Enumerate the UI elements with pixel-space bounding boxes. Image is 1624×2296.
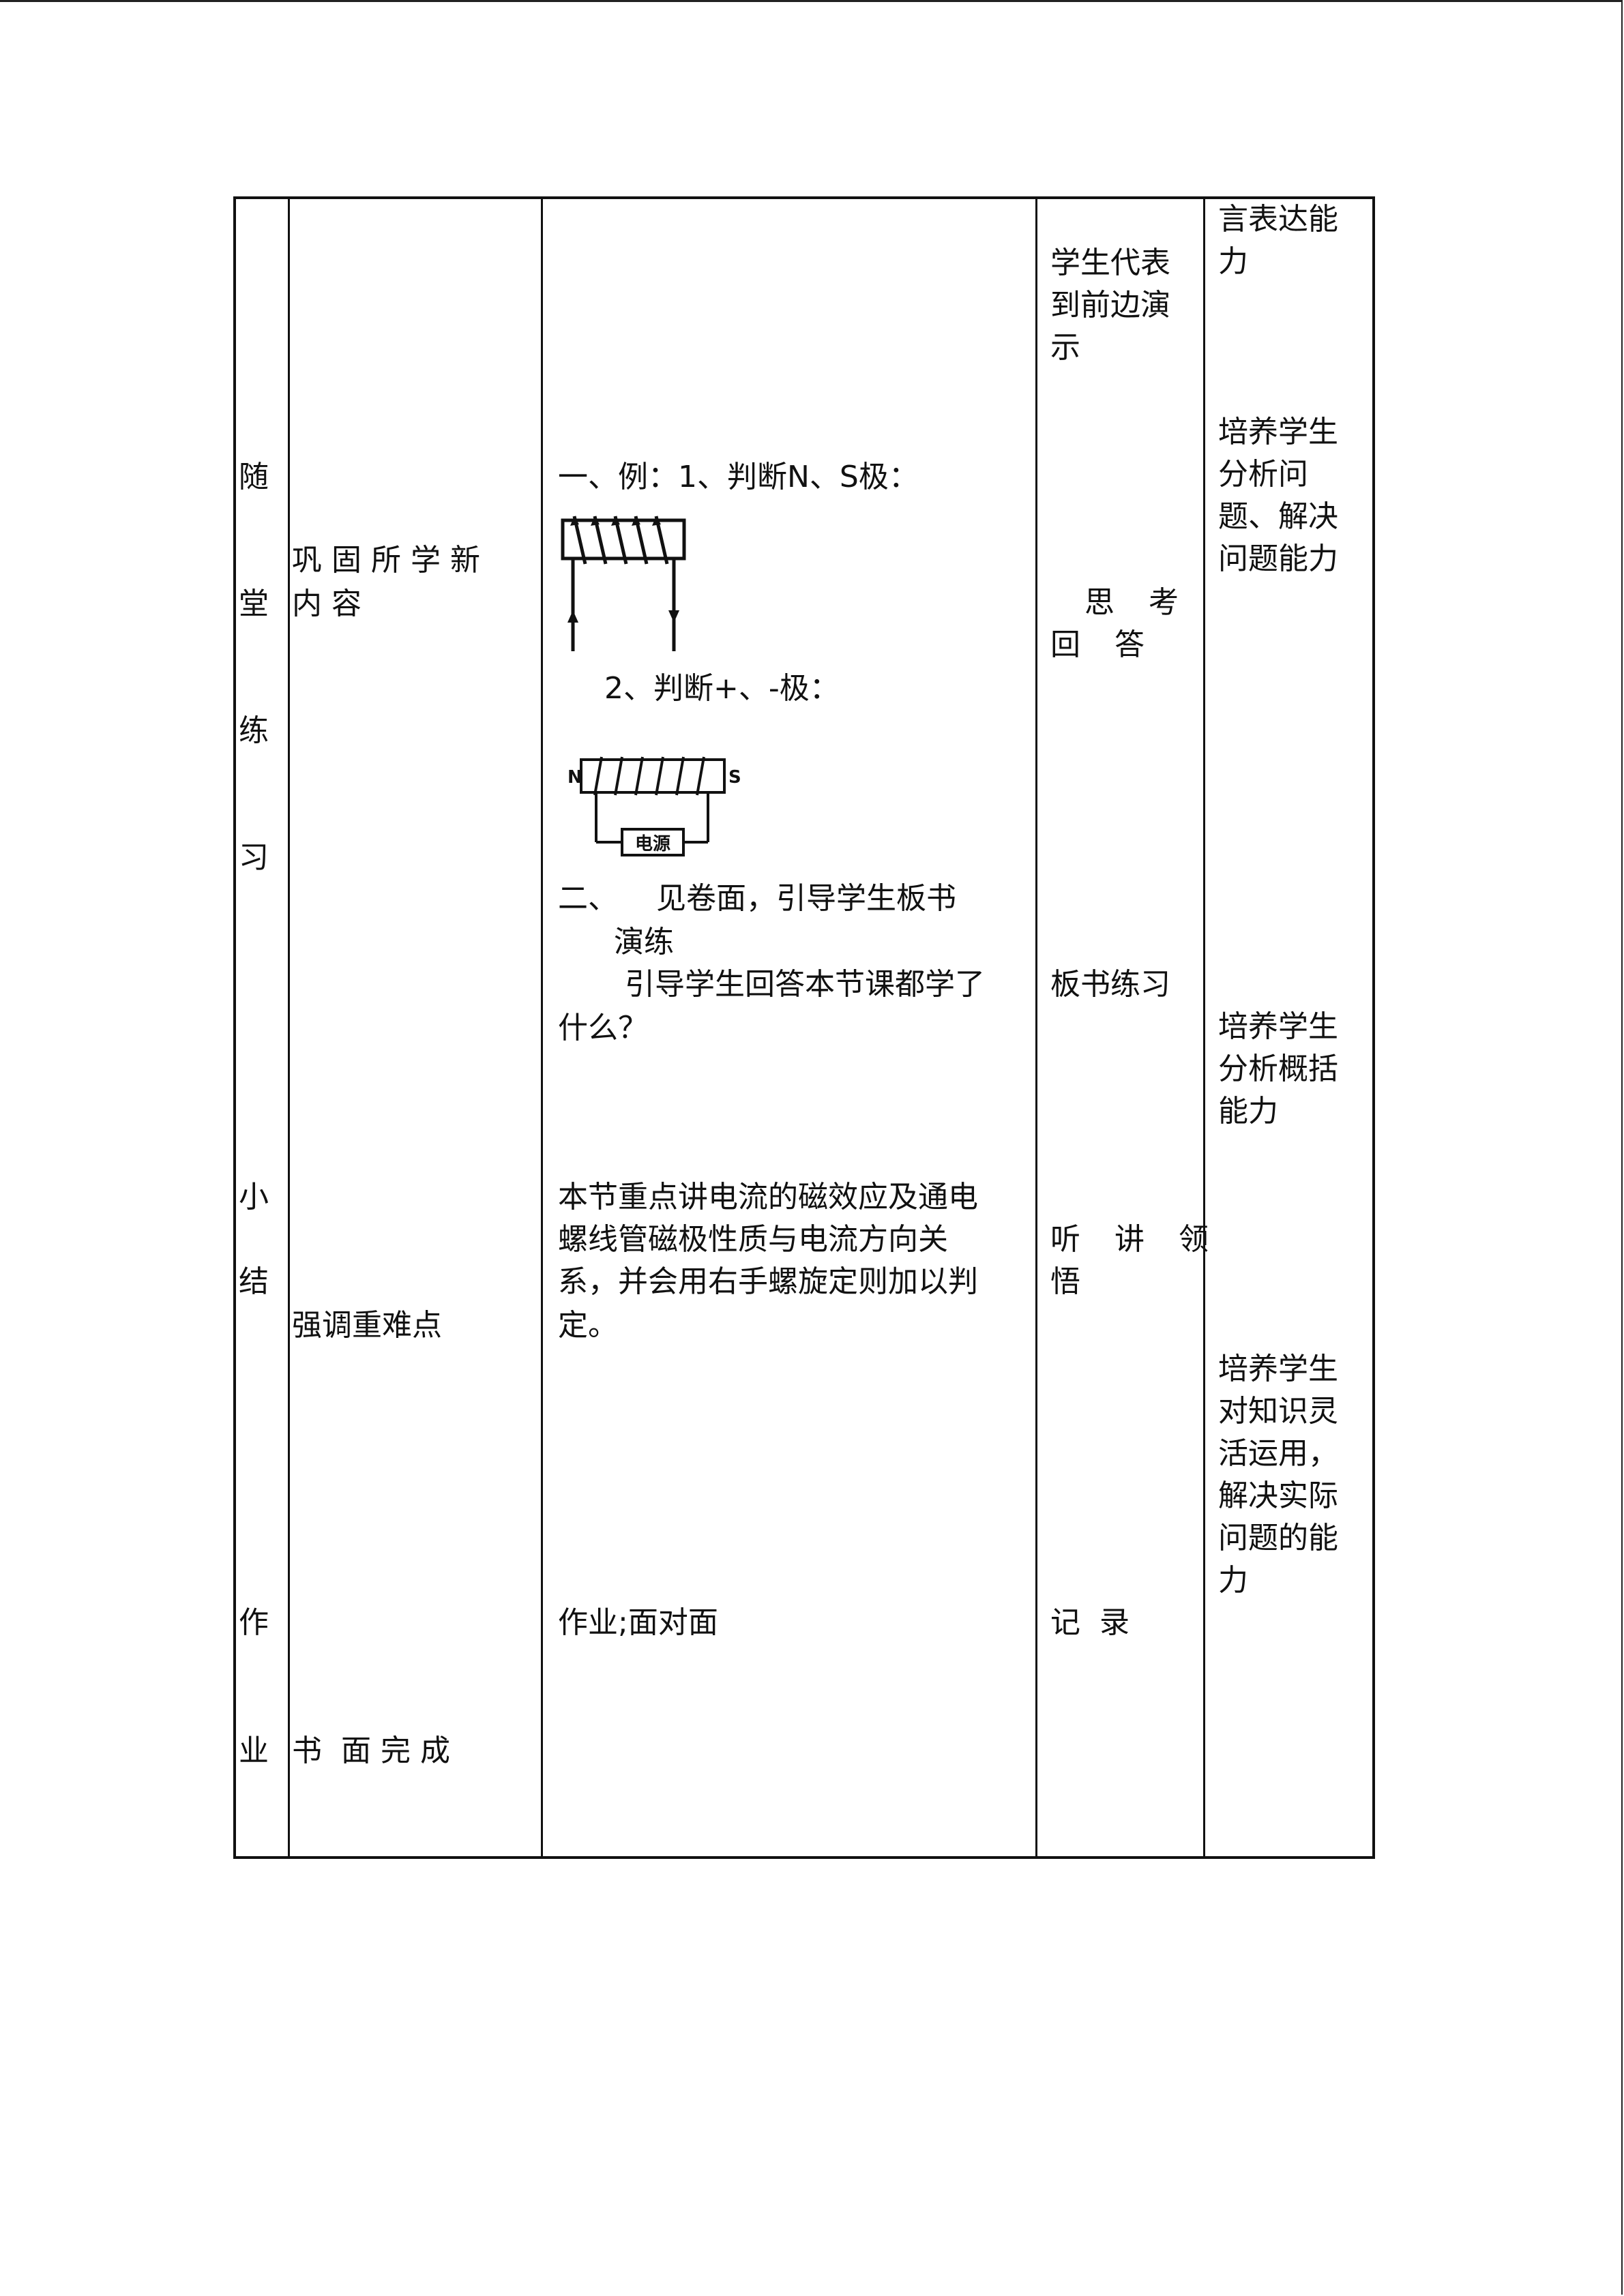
stage-homework-char: 业 (239, 1733, 269, 1768)
stage-practice-char: 随 (239, 460, 269, 494)
column-divider (541, 199, 543, 1856)
power-source-label: 电源 (635, 834, 670, 854)
summary-line: 螺线管磁极性质与电流方向关 (558, 1222, 948, 1257)
written-text: 书 面 完 成 (292, 1733, 450, 1768)
column-divider (1203, 199, 1205, 1856)
homework-text: 作业;面对面 (558, 1605, 718, 1640)
goal-line: 力 (1218, 1563, 1248, 1598)
example-title: 一、例：1、判断N、S极： (558, 460, 919, 494)
goal-line: 培养学生 (1218, 1009, 1338, 1044)
consolidate-line: 巩 固 所 学 新 (292, 543, 480, 578)
stage-summary-char: 小 (239, 1180, 269, 1214)
stage-practice-char: 练 (239, 713, 269, 748)
stage-practice-char: 习 (239, 840, 269, 875)
think-line: 回 答 (1050, 627, 1157, 662)
item-two-line: 演练 (614, 925, 674, 959)
guide-line: 什么？ (558, 1011, 648, 1045)
example2-title: 2、判断+、-极： (604, 671, 840, 706)
summary-line: 本节重点讲电流的磁效应及通电 (558, 1180, 978, 1214)
demo-line: 到前边演 (1050, 288, 1170, 323)
goal-line: 培养学生 (1218, 1352, 1338, 1386)
demo-line: 学生代表 (1050, 245, 1170, 280)
pole-n-label: N (567, 767, 582, 788)
emphasize-text: 强调重难点 (292, 1308, 442, 1343)
goal-line: 培养学生 (1218, 415, 1338, 449)
summary-line: 定。 (558, 1308, 618, 1343)
column-divider (288, 199, 290, 1856)
goal-line: 言表达能 (1218, 202, 1338, 237)
demo-line: 示 (1050, 330, 1080, 365)
summary-line: 系，并会用右手螺旋定则加以判 (558, 1264, 978, 1299)
solenoid-diagram-2: N S 电源 (567, 756, 741, 856)
solenoid-diagram-1 (561, 516, 686, 651)
goal-line: 对知识灵 (1218, 1394, 1338, 1429)
goal-line: 分析问 (1218, 457, 1308, 492)
board-practice-text: 板书练习 (1050, 967, 1170, 1002)
listen-line: 听 讲 领 (1050, 1222, 1221, 1257)
listen-line: 悟 (1050, 1264, 1080, 1299)
pole-s-label: S (728, 767, 741, 788)
goal-line: 力 (1218, 244, 1248, 279)
goal-line: 题、解决 (1218, 499, 1338, 534)
item-two-line: 二、 见卷面，引导学生板书 (558, 881, 956, 916)
goal-line: 活运用， (1218, 1436, 1338, 1471)
stage-practice-char: 堂 (239, 586, 269, 621)
stage-summary-char: 结 (239, 1264, 269, 1299)
lesson-plan-table (233, 196, 1375, 1859)
stage-homework-char: 作 (239, 1605, 269, 1640)
goal-line: 能力 (1218, 1094, 1278, 1129)
think-line: 思 考 (1084, 585, 1191, 620)
record-text: 记 录 (1050, 1605, 1130, 1640)
goal-line: 问题的能 (1218, 1521, 1338, 1555)
goal-line: 解决实际 (1218, 1478, 1338, 1513)
goal-line: 分析概括 (1218, 1052, 1338, 1086)
column-divider (1035, 199, 1037, 1856)
guide-line: 引导学生回答本节课都学了 (625, 967, 985, 1002)
goal-line: 问题能力 (1218, 541, 1338, 576)
consolidate-line: 内 容 (292, 586, 361, 621)
